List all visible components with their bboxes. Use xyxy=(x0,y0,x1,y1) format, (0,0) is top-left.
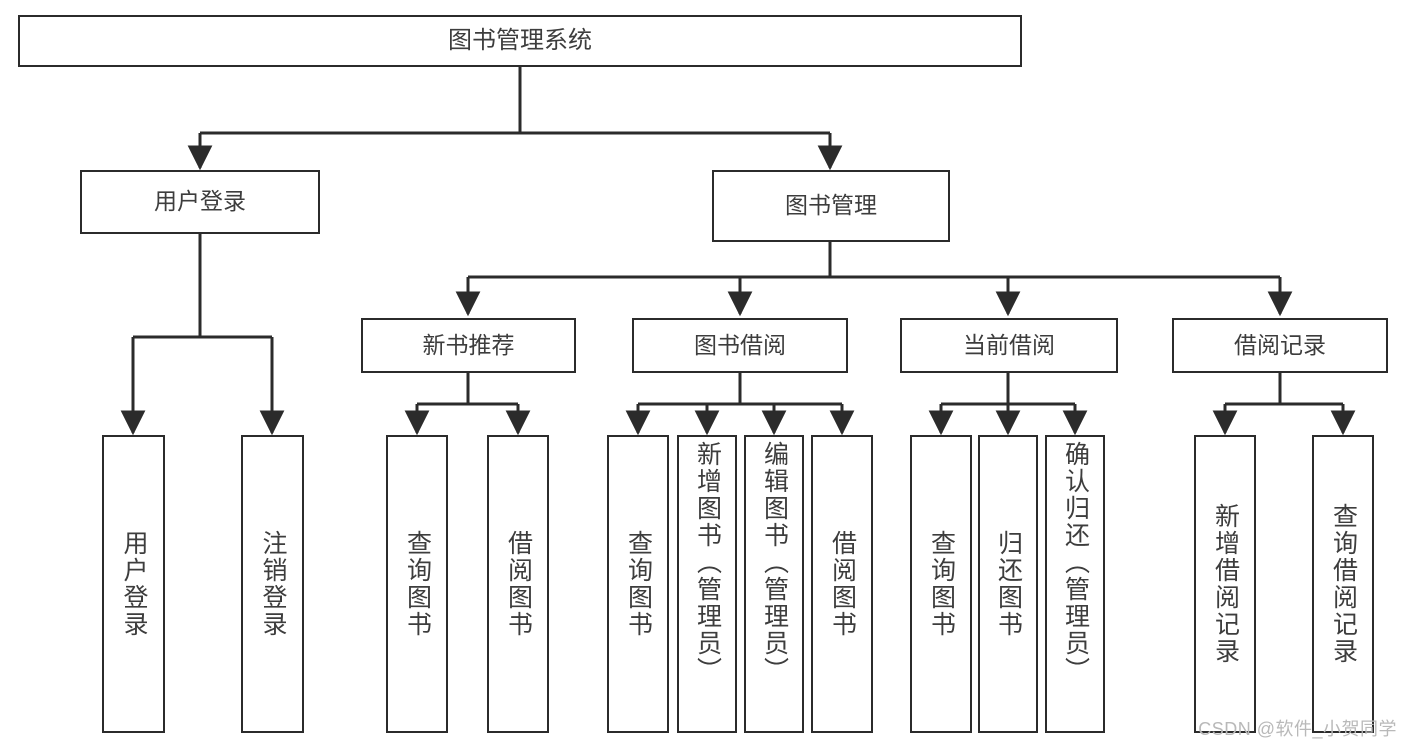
node-label: 借阅记录 xyxy=(1234,331,1326,358)
leaf-query-book-borrowing[interactable]: 查询图书 xyxy=(607,435,669,733)
node-user-login[interactable]: 用户登录 xyxy=(80,170,320,234)
leaf-borrow-book-borrowing[interactable]: 借阅图书 xyxy=(811,435,873,733)
node-label: 查询借阅记录 xyxy=(1329,503,1358,665)
node-label: 查询图书 xyxy=(403,530,432,638)
leaf-return-book[interactable]: 归还图书 xyxy=(978,435,1038,733)
leaf-query-book-recommendation[interactable]: 查询图书 xyxy=(386,435,448,733)
node-label: 注销登录 xyxy=(259,530,287,638)
node-new-book-recommendation[interactable]: 新书推荐 xyxy=(361,318,576,373)
node-label: 借阅图书 xyxy=(828,530,857,638)
leaf-add-borrow-record[interactable]: 新增借阅记录 xyxy=(1194,435,1256,733)
node-label: 查询图书 xyxy=(624,530,653,638)
node-book-management[interactable]: 图书管理 xyxy=(712,170,950,242)
leaf-borrow-book-recommendation[interactable]: 借阅图书 xyxy=(487,435,549,733)
node-label: 确认归还（管理员） xyxy=(1061,441,1090,684)
node-book-borrowing[interactable]: 图书借阅 xyxy=(632,318,848,373)
leaf-user-login[interactable]: 用户登录 xyxy=(102,435,165,733)
node-label: 用户登录 xyxy=(120,530,148,638)
leaf-confirm-return-admin[interactable]: 确认归还（管理员） xyxy=(1045,435,1105,733)
node-label: 新增借阅记录 xyxy=(1211,503,1240,665)
leaf-query-borrow-record[interactable]: 查询借阅记录 xyxy=(1312,435,1374,733)
leaf-logout[interactable]: 注销登录 xyxy=(241,435,304,733)
node-label: 新增图书（管理员） xyxy=(693,441,722,684)
leaf-add-book-admin[interactable]: 新增图书（管理员） xyxy=(677,435,737,733)
node-root-library-system[interactable]: 图书管理系统 xyxy=(18,15,1022,67)
node-label: 查询图书 xyxy=(927,530,956,638)
watermark-csdn: CSDN @软件_小贺同学 xyxy=(1198,719,1397,739)
node-label: 图书管理 xyxy=(785,192,877,219)
node-current-borrowing[interactable]: 当前借阅 xyxy=(900,318,1118,373)
node-borrowing-record[interactable]: 借阅记录 xyxy=(1172,318,1388,373)
node-label: 用户登录 xyxy=(154,188,246,215)
node-label: 编辑图书（管理员） xyxy=(760,441,789,684)
leaf-edit-book-admin[interactable]: 编辑图书（管理员） xyxy=(744,435,804,733)
node-label: 归还图书 xyxy=(994,530,1023,638)
node-label: 当前借阅 xyxy=(963,331,1055,358)
node-label: 图书管理系统 xyxy=(448,26,592,54)
leaf-query-book-current[interactable]: 查询图书 xyxy=(910,435,972,733)
node-label: 图书借阅 xyxy=(694,331,786,358)
node-label: 借阅图书 xyxy=(504,530,533,638)
node-label: 新书推荐 xyxy=(422,331,515,358)
